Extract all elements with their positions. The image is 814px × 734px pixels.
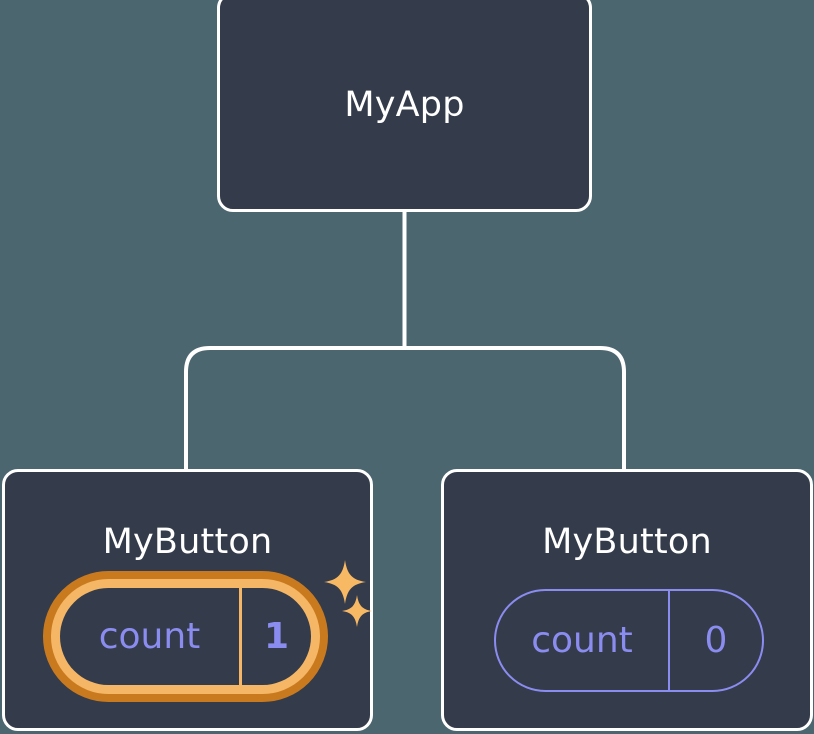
node-mybutton-left-label: MyButton — [102, 522, 273, 562]
state-value-left: 1 — [263, 615, 290, 657]
node-myapp[interactable]: MyApp — [217, 0, 592, 212]
sparkle-large-icon — [324, 560, 366, 604]
state-pill-right-wrap: count 0 — [494, 589, 764, 692]
state-pill-left-wrap: count 1 — [43, 571, 328, 702]
state-pill-right[interactable]: count 0 — [494, 589, 764, 692]
state-key-left: count — [60, 588, 242, 685]
state-pill-left[interactable]: count 1 — [43, 571, 328, 702]
connector-branch-bar — [184, 346, 626, 470]
sparkle-small-icon — [342, 595, 372, 627]
sparkle-group — [316, 560, 378, 630]
node-mybutton-right-label: MyButton — [542, 522, 712, 562]
node-myapp-label: MyApp — [344, 85, 465, 125]
state-pill-left-inner: count 1 — [60, 588, 311, 685]
state-key-right: count — [496, 591, 670, 690]
state-value-right: 0 — [704, 619, 728, 661]
